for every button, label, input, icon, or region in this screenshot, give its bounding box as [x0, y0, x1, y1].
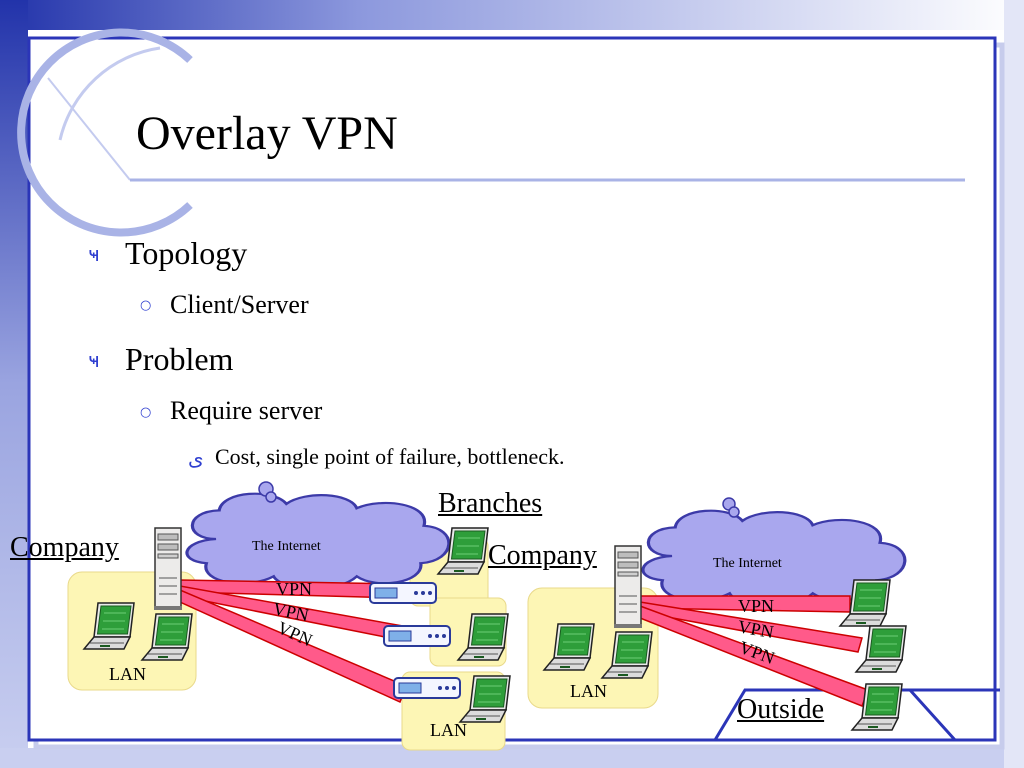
company-server-icon	[153, 527, 183, 611]
bullet-client-server: Client/Server	[170, 290, 309, 319]
cloud-bubble-icon	[258, 481, 277, 503]
bullet-topology: Topology	[125, 235, 248, 271]
company-label-right: Company	[488, 540, 597, 571]
vpn-label: VPN	[738, 596, 774, 616]
right-diagram: The Internet VPN VPN VPN LAN	[527, 497, 907, 731]
vpn-label: VPN	[276, 579, 312, 599]
bullet-require-server: Require server	[170, 396, 323, 425]
bullet-marker-level1: ҹ	[88, 242, 100, 266]
bullet-cost: Cost, single point of failure, bottlenec…	[215, 444, 565, 469]
slide-title: Overlay VPN	[136, 107, 398, 160]
outside-label: Outside	[737, 694, 825, 725]
internet-label: The Internet	[713, 556, 782, 571]
company-server-icon	[613, 545, 643, 629]
bullet-marker-level3: ی	[188, 446, 204, 470]
cloud-bubble-icon	[722, 497, 740, 518]
bullet-problem: Problem	[125, 341, 234, 377]
internet-label: The Internet	[252, 539, 321, 554]
router-icon	[369, 582, 437, 604]
bullet-marker-level2: ○	[140, 405, 152, 420]
lan-label: LAN	[570, 681, 607, 701]
lan-label: LAN	[109, 664, 146, 684]
bullet-marker-level1: ҹ	[88, 348, 100, 372]
branches-label: Branches	[438, 488, 543, 519]
left-diagram: The Internet VPN VPN VPN LAN LAN	[67, 481, 511, 751]
router-icon	[393, 677, 461, 699]
router-icon	[383, 625, 451, 647]
laptop-icon	[855, 625, 907, 673]
company-label-left: Company	[10, 532, 119, 563]
bullet-marker-level2: ○	[140, 298, 152, 313]
branch-lan-label: LAN	[430, 720, 467, 740]
